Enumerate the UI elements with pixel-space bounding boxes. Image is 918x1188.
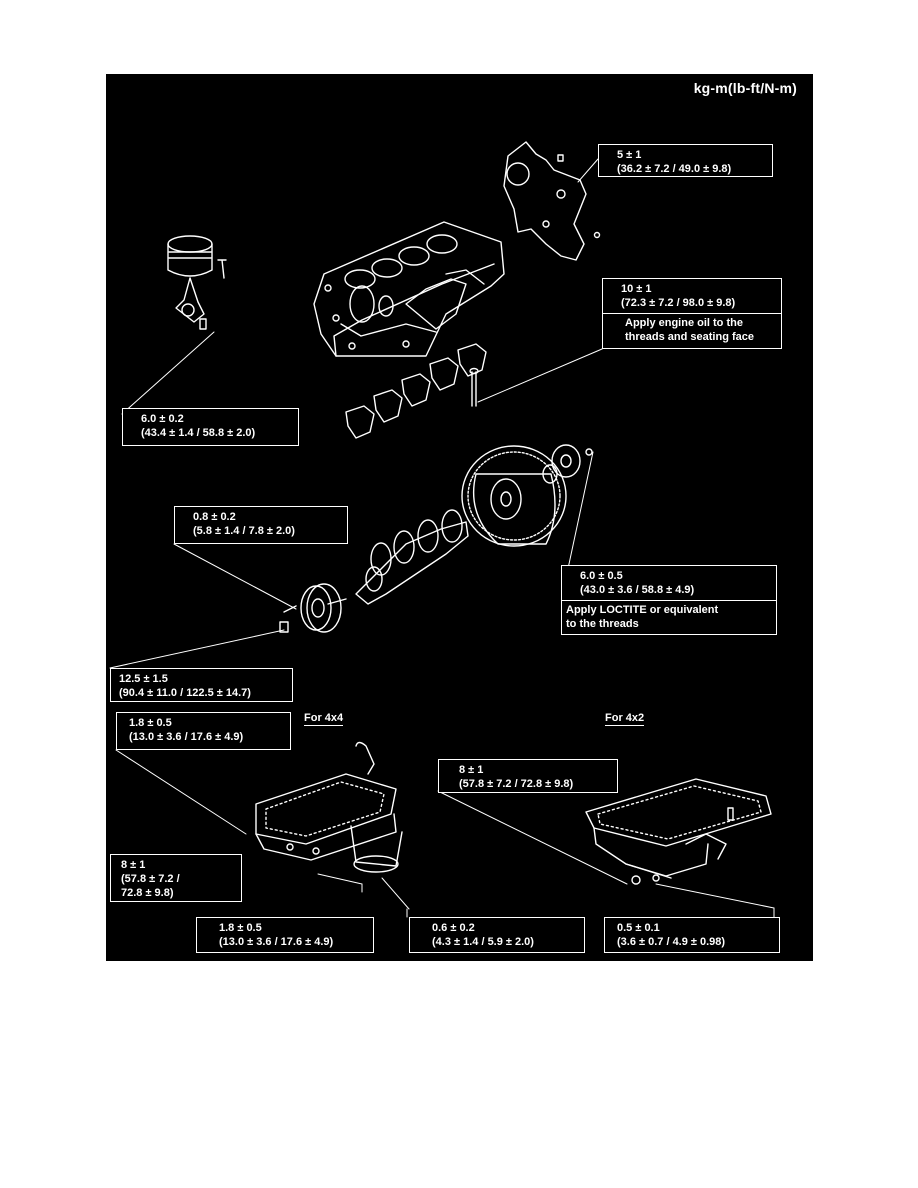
leader-lines xyxy=(109,158,775,918)
spec-rear-plate-bolt: 5 ± 1 (36.2 ± 7.2 / 49.0 ± 9.8) xyxy=(598,144,773,177)
torque-conversion: (57.8 ± 7.2 / xyxy=(121,873,180,885)
spec-drain-plug-4x2: 8 ± 1 (57.8 ± 7.2 / 72.8 ± 9.8) xyxy=(438,759,618,793)
crankshaft-illustration xyxy=(327,509,469,605)
torque-conversion: (90.4 ± 11.0 / 122.5 ± 14.7) xyxy=(119,687,251,699)
torque-conversion: (36.2 ± 7.2 / 49.0 ± 9.8) xyxy=(617,163,732,175)
spec-pulley-bolt: 0.8 ± 0.2 (5.8 ± 1.4 / 7.8 ± 2.0) xyxy=(174,506,348,544)
torque-conversion: (3.6 ± 0.7 / 4.9 ± 0.98) xyxy=(617,936,726,948)
spec-oil-pan-bolt-4x2: 0.5 ± 0.1 (3.6 ± 0.7 / 4.9 ± 0.98) xyxy=(604,917,780,953)
spec-oil-pan-stud-4x4: 1.8 ± 0.5 (13.0 ± 3.6 / 17.6 ± 4.9) xyxy=(196,917,374,953)
torque-conversion: (13.0 ± 3.6 / 17.6 ± 4.9) xyxy=(219,936,334,948)
spec-oil-pan-bolt-4x4: 1.8 ± 0.5 (13.0 ± 3.6 / 17.6 ± 4.9) xyxy=(116,712,291,750)
torque-conversion: (4.3 ± 1.4 / 5.9 ± 2.0) xyxy=(432,936,534,948)
note-line: to the threads xyxy=(566,618,639,630)
rear-plate-illustration xyxy=(503,141,601,261)
oil-pan-4x2-illustration xyxy=(585,778,772,885)
unit-label: kg-m(lb-ft/N-m) xyxy=(693,80,797,96)
flywheel-illustration xyxy=(461,444,593,547)
torque-value: 0.5 ± 0.1 xyxy=(617,922,660,934)
spec-crankshaft-bolt: 12.5 ± 1.5 (90.4 ± 11.0 / 122.5 ± 14.7) xyxy=(110,668,293,702)
torque-value: 12.5 ± 1.5 xyxy=(119,673,168,685)
torque-conversion: (43.0 ± 3.6 / 58.8 ± 4.9) xyxy=(580,584,695,596)
torque-value: 6.0 ± 0.5 xyxy=(580,570,623,582)
main-bearing-caps-illustration xyxy=(345,343,487,439)
crank-pulley-illustration xyxy=(279,583,342,633)
torque-conversion: (72.3 ± 7.2 / 98.0 ± 9.8) xyxy=(621,297,736,309)
torque-value: 10 ± 1 xyxy=(621,283,652,295)
assembly-note: Apply engine oil to the threads and seat… xyxy=(603,313,781,344)
torque-conversion: (13.0 ± 3.6 / 17.6 ± 4.9) xyxy=(129,731,244,743)
note-line: Apply LOCTITE or equivalent xyxy=(566,604,719,616)
piston-connecting-rod-illustration xyxy=(167,235,227,330)
spec-oil-pan-nut-4x4: 0.6 ± 0.2 (4.3 ± 1.4 / 5.9 ± 2.0) xyxy=(409,917,585,953)
torque-conversion: (57.8 ± 7.2 / 72.8 ± 9.8) xyxy=(459,778,574,790)
engine-torque-diagram: kg-m(lb-ft/N-m) For 4x4 For 4x2 5 ± 1 (3… xyxy=(106,74,813,961)
torque-value: 1.8 ± 0.5 xyxy=(129,717,172,729)
assembly-note: Apply LOCTITE or equivalent to the threa… xyxy=(562,600,776,631)
torque-value: 6.0 ± 0.2 xyxy=(141,413,184,425)
spec-flywheel-bolt: 6.0 ± 0.5 (43.0 ± 3.6 / 58.8 ± 4.9) Appl… xyxy=(561,565,777,635)
torque-value: 8 ± 1 xyxy=(121,859,146,871)
torque-value: 1.8 ± 0.5 xyxy=(219,922,262,934)
exploded-view-illustration xyxy=(109,141,775,918)
torque-conversion: (5.8 ± 1.4 / 7.8 ± 2.0) xyxy=(193,525,295,537)
torque-value: 8 ± 1 xyxy=(459,764,484,776)
torque-value: 5 ± 1 xyxy=(617,149,642,161)
note-line: Apply engine oil to the xyxy=(625,317,743,329)
oil-pan-4x4-illustration xyxy=(255,741,403,873)
section-header-4x2: For 4x2 xyxy=(605,712,645,726)
spec-connecting-rod-nut: 6.0 ± 0.2 (43.4 ± 1.4 / 58.8 ± 2.0) xyxy=(122,408,299,446)
spec-drain-plug-4x4: 8 ± 1 (57.8 ± 7.2 / 72.8 ± 9.8) xyxy=(110,854,242,902)
spec-main-bearing-cap-bolt: 10 ± 1 (72.3 ± 7.2 / 98.0 ± 9.8) Apply e… xyxy=(602,278,782,349)
torque-value: 0.8 ± 0.2 xyxy=(193,511,236,523)
torque-conversion: 72.8 ± 9.8) xyxy=(121,887,174,899)
torque-conversion: (43.4 ± 1.4 / 58.8 ± 2.0) xyxy=(141,427,256,439)
section-header-4x4: For 4x4 xyxy=(304,712,344,726)
note-line: threads and seating face xyxy=(625,331,754,343)
cylinder-block-illustration xyxy=(313,221,505,357)
torque-value: 0.6 ± 0.2 xyxy=(432,922,475,934)
